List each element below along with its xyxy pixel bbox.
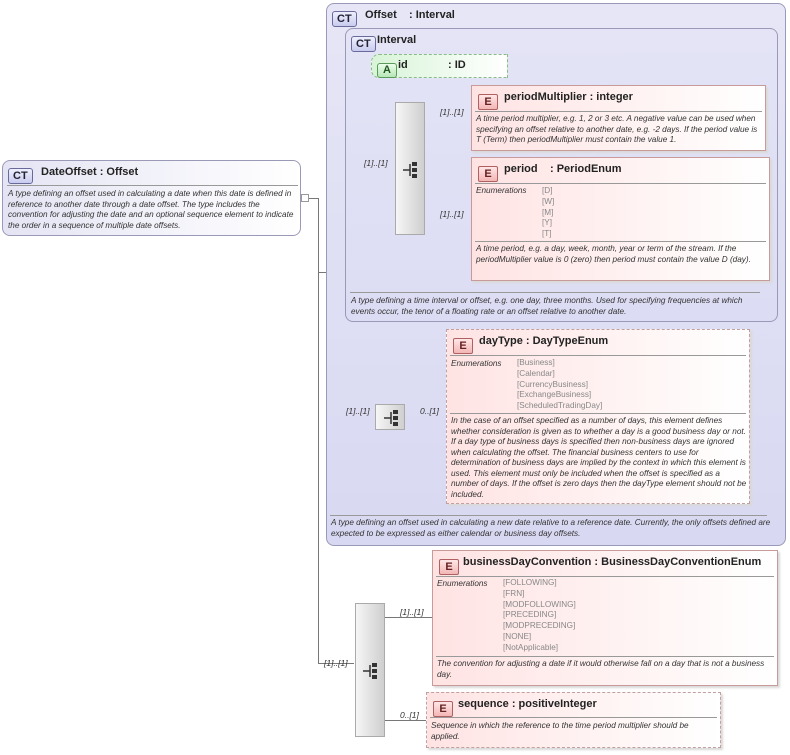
dateoffset-doc: A type defining an offset used in calcul… [8,189,294,230]
connector [318,272,327,273]
enum-value: [Y] [542,218,553,228]
ct-badge: CT [351,34,376,52]
ct-badge: CT [8,166,33,184]
dateoffset-sequence-compositor[interactable] [355,603,385,737]
periodmultiplier-name: periodMultiplier : integer [504,91,633,103]
enum-value: [FOLLOWING] [503,578,557,587]
enum-value: [ExchangeBusiness] [517,390,592,400]
element-badge: E [478,164,498,182]
enum-value: [ScheduledTradingDay] [517,401,603,411]
divider [475,241,766,242]
cardinality: [1]..[1] [324,658,348,668]
cardinality: [1]..[1] [346,406,370,416]
interval-doc: A type defining a time interval or offse… [351,296,743,316]
element-badge: E [439,557,459,575]
enum-value: [Business] [517,358,555,367]
cardinality: [1]..[1] [440,107,464,117]
enum-value: [D] [542,186,553,195]
dateoffset-complex-type[interactable]: CT DateOffset : Offset A type defining a… [2,160,301,236]
bdc-name: businessDayConvention : BusinessDayConve… [463,556,762,568]
bdc-doc: The convention for adjusting a date if i… [437,659,765,679]
divider [430,717,717,718]
bdc-enum-list: [FOLLOWING] [FRN] [MODFOLLOWING] [PRECED… [503,578,576,654]
daytype-element[interactable]: E dayType : DayTypeEnum Enumerations [Bu… [446,329,750,504]
businessdayconvention-element[interactable]: E businessDayConvention : BusinessDayCon… [432,550,778,686]
connector [385,617,432,618]
periodmultiplier-doc: A time period multiplier, e.g. 1, 2 or 3… [476,114,758,144]
id-attribute[interactable]: A id : ID [371,54,508,78]
enum-value: [Calendar] [517,368,555,378]
sequence-icon [403,162,417,178]
daytype-name: dayType : DayTypeEnum [479,335,609,347]
divider [475,111,762,112]
enum-value: [NONE] [503,631,532,641]
enum-value: [W] [542,196,555,206]
cardinality: 0..[1] [400,710,419,720]
period-name: period [504,163,538,175]
divider [330,515,767,516]
daytype-doc: In the case of an offset specified as a … [451,416,747,499]
sequence-icon [384,410,398,426]
period-type: : PeriodEnum [550,163,622,175]
connector [318,663,354,664]
cardinality: 0..[1] [420,406,439,416]
dateoffset-name: DateOffset : Offset [41,166,139,178]
enum-value: [NotApplicable] [503,642,559,652]
enum-value: [CurrencyBusiness] [517,379,588,389]
interval-sequence-compositor[interactable] [395,102,425,235]
divider [450,355,746,356]
divider [7,185,298,186]
cardinality: [1]..[1] [440,209,464,219]
sequence-icon [363,663,377,679]
enum-value: [PRECEDING] [503,610,557,620]
sequence-element[interactable]: E sequence : positiveInteger Sequence in… [426,692,721,748]
enum-value: [T] [542,229,552,239]
offset-doc: A type defining an offset used in calcul… [331,518,771,538]
enumerations-label: Enumerations [437,579,488,588]
period-element[interactable]: E period : PeriodEnum Enumerations [D] [… [471,157,770,281]
connector [318,198,319,663]
divider [436,656,774,657]
enum-value: [M] [542,207,554,217]
offset-name: Offset : Interval [365,9,455,21]
element-badge: E [433,699,453,717]
divider [436,576,774,577]
divider [450,413,746,414]
element-badge: E [478,92,498,110]
period-doc: A time period, e.g. a day, week, month, … [476,244,751,264]
daytype-enum-list: [Business] [Calendar] [CurrencyBusiness]… [517,358,602,412]
id-attribute-name: id [398,59,408,71]
sequence-name: sequence : positiveInteger [458,698,597,710]
sequence-doc: Sequence in which the reference to the t… [431,721,689,741]
enum-value: [MODPRECEDING] [503,621,576,631]
attribute-badge: A [377,60,397,78]
enumerations-label: Enumerations [451,359,502,368]
divider [475,183,766,184]
connector [301,198,319,199]
enumerations-label: Enumerations [476,186,527,195]
ct-badge: CT [332,9,357,27]
period-enum-list: [D] [W] [M] [Y] [T] [542,186,554,240]
element-badge: E [453,336,473,354]
cardinality: [1]..[1] [364,158,388,168]
collapse-toggle[interactable] [301,194,309,202]
periodmultiplier-element[interactable]: E periodMultiplier : integer A time peri… [471,85,766,151]
enum-value: [MODFOLLOWING] [503,599,576,609]
enum-value: [FRN] [503,588,525,598]
cardinality: [1]..[1] [400,607,424,617]
connector [385,720,426,721]
divider [350,292,760,293]
interval-name: Interval [377,34,417,46]
daytype-sequence-compositor[interactable] [375,404,405,430]
id-attribute-type: : ID [448,59,466,71]
